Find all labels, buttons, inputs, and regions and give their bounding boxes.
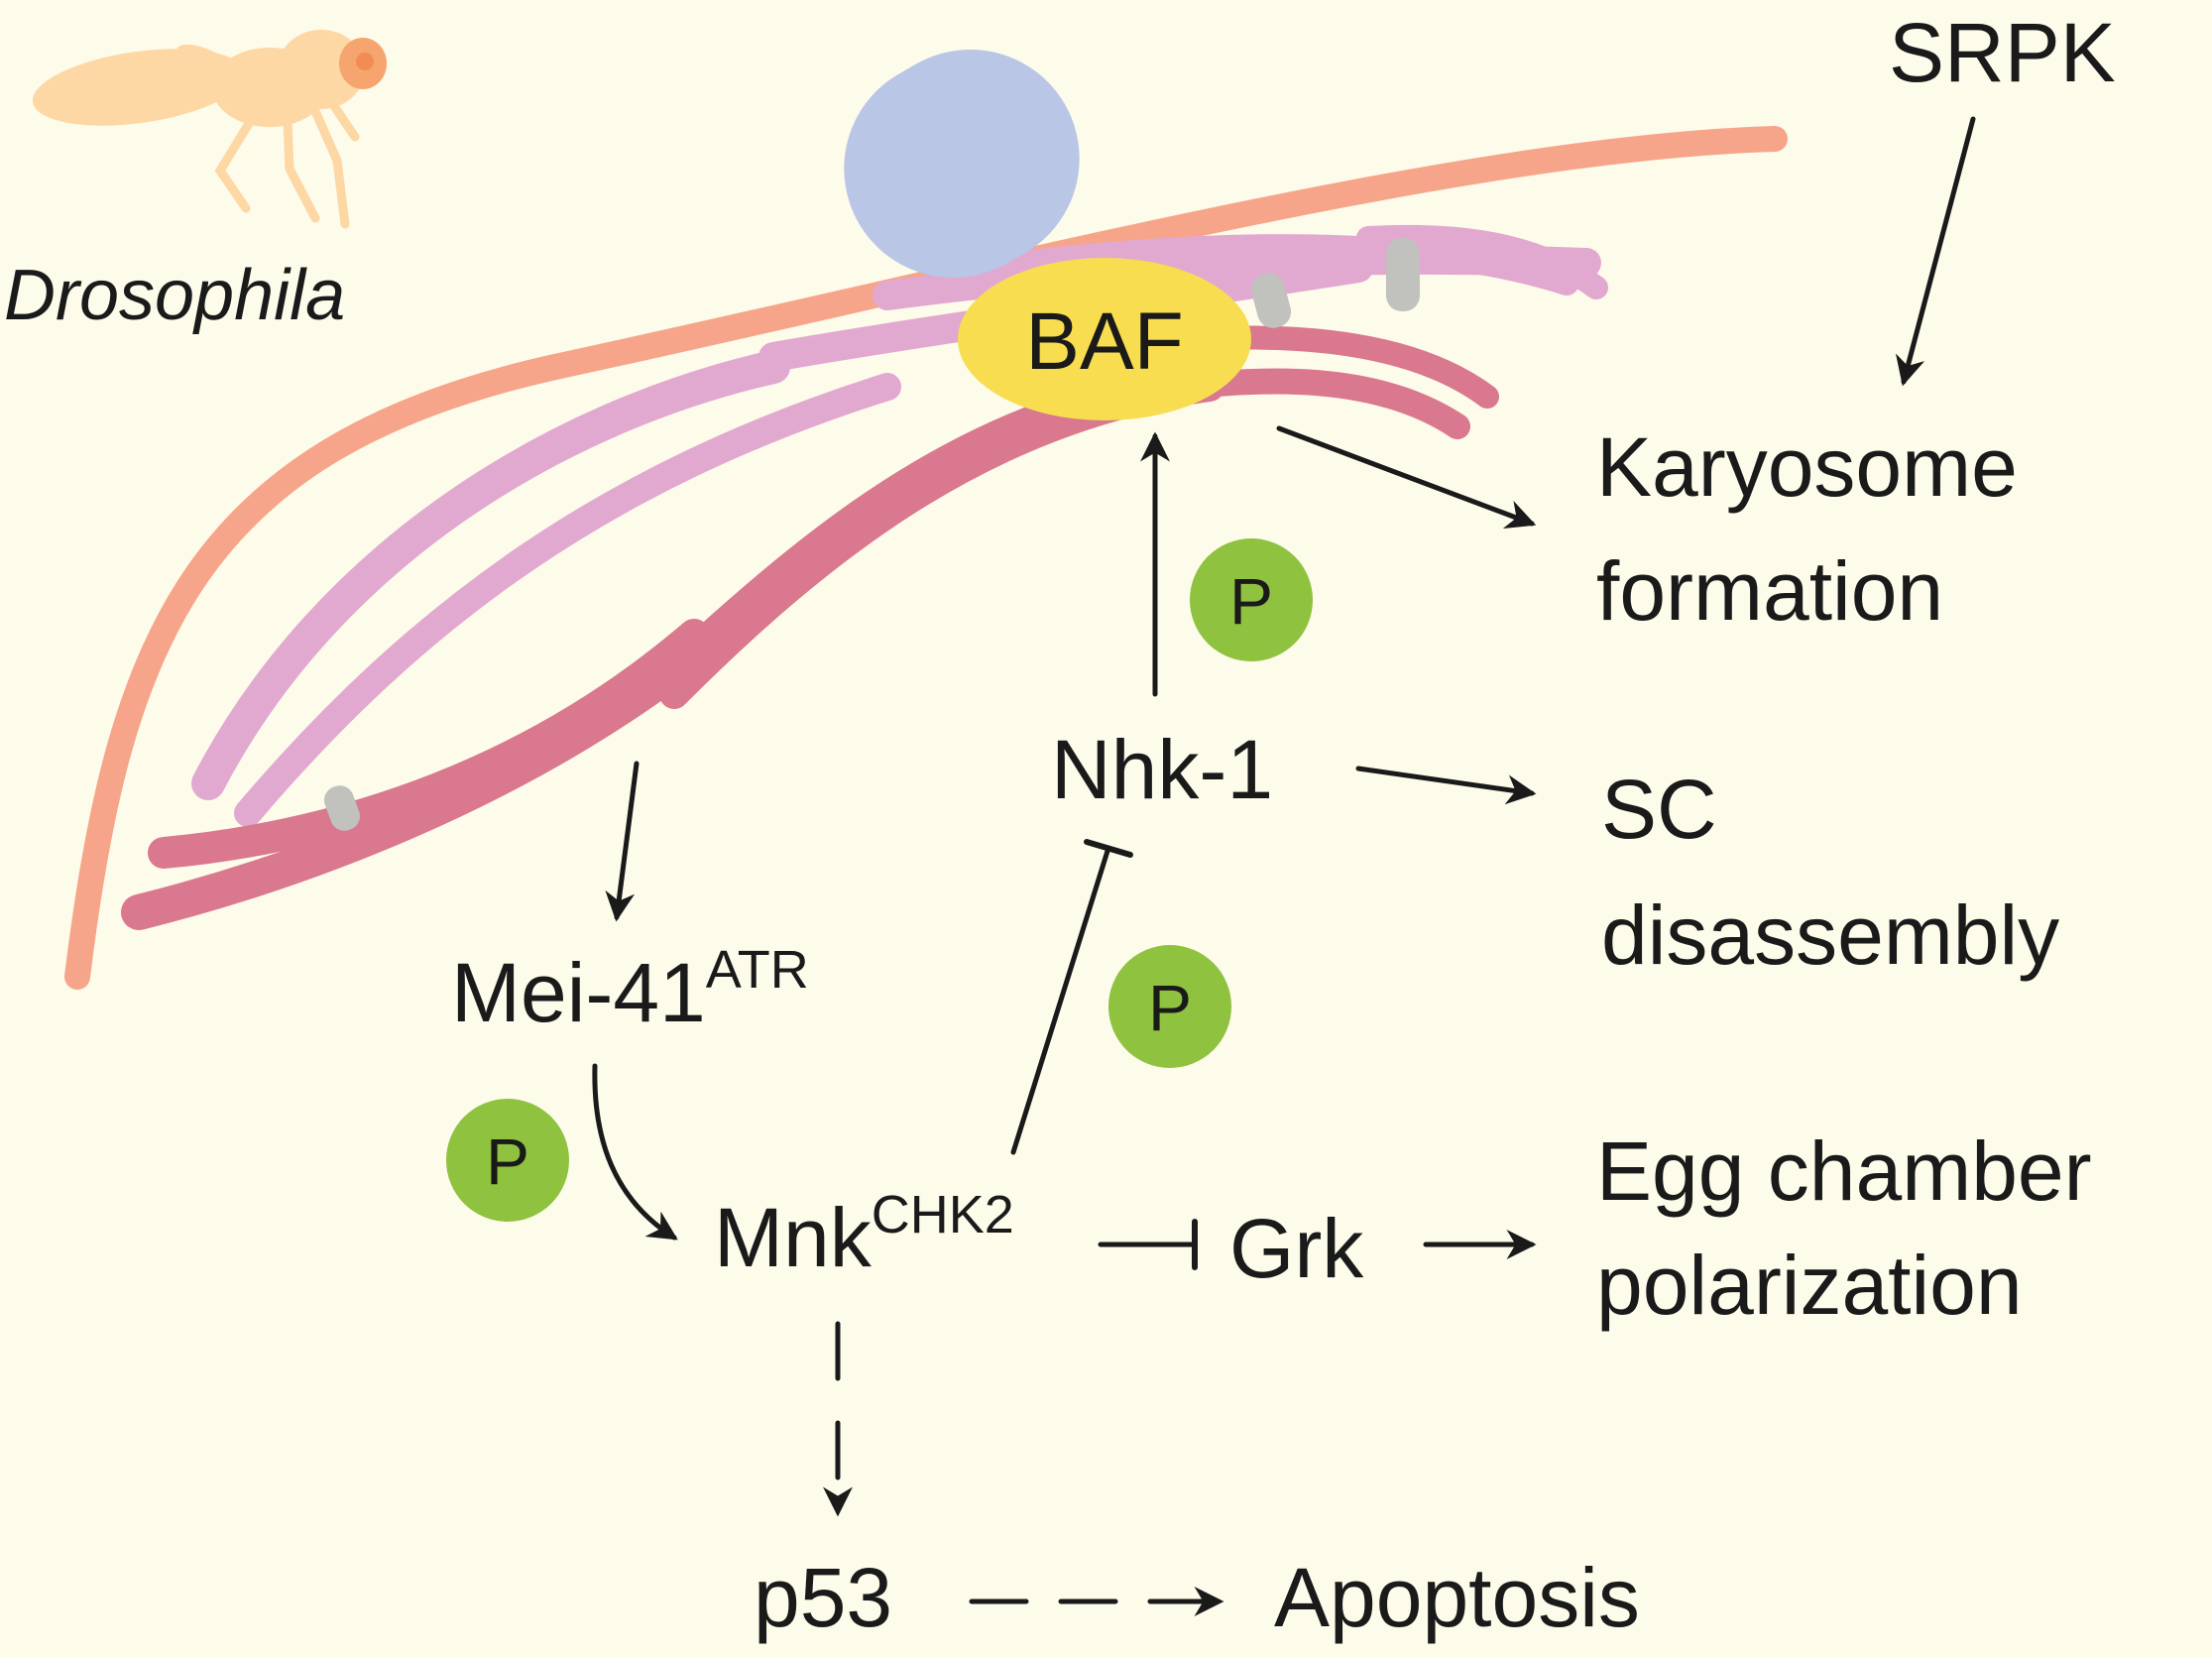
phospho-label: P (1229, 564, 1273, 638)
p53-label: p53 (754, 1551, 892, 1644)
phospho-badge-mei41-mnk: P (446, 1099, 569, 1222)
sc-label-line2: disassembly (1601, 888, 2059, 982)
phospho-label: P (486, 1124, 529, 1198)
baf-label: BAF (1025, 296, 1183, 387)
grk-label: Grk (1229, 1202, 1364, 1295)
karyosome-label-line1: Karyosome (1596, 420, 2018, 514)
srpk-label: SRPK (1889, 6, 2116, 99)
mei41-superscript: ATR (706, 940, 809, 1000)
edge-baf-karyosome (1276, 425, 1537, 530)
edge-chromosomes-mei41 (605, 761, 640, 922)
phospho-label: P (1148, 971, 1192, 1044)
mnk-name: Mnk (714, 1191, 873, 1284)
fly-icon (32, 30, 387, 229)
mnk-superscript: CHK2 (872, 1185, 1014, 1244)
karyosome-label-line2: formation (1596, 544, 1943, 638)
organism-label: Drosophila (4, 256, 345, 335)
edges (592, 116, 1976, 1616)
nuclear-envelope (64, 126, 1788, 990)
edge-mnk-nhk1-bar (1084, 839, 1133, 858)
edge-mei41-mnk (592, 1063, 678, 1241)
mnk-label: MnkCHK2 (714, 1185, 1014, 1284)
sc-label-line1: SC (1601, 763, 1717, 856)
nhk1-label: Nhk-1 (1051, 723, 1273, 816)
mei41-label: Mei-41ATR (451, 940, 809, 1039)
edge-srpk-karyosome (1896, 116, 1976, 387)
edge-nhk1-sc (1355, 766, 1537, 805)
egg-label-line1: Egg chamber (1596, 1124, 2092, 1218)
apoptosis-label: Apoptosis (1274, 1551, 1640, 1644)
mei41-name: Mei-41 (451, 946, 706, 1039)
phospho-badge-mnk-nhk1: P (1108, 945, 1231, 1068)
edge-mnk-nhk1 (1010, 845, 1111, 1155)
baf-node (958, 258, 1251, 420)
nuclear-pore (844, 50, 1080, 278)
egg-label-line2: polarization (1596, 1239, 2023, 1332)
phospho-badge-nhk1-baf: P (1190, 538, 1313, 661)
cohesin-rings (323, 238, 1420, 831)
